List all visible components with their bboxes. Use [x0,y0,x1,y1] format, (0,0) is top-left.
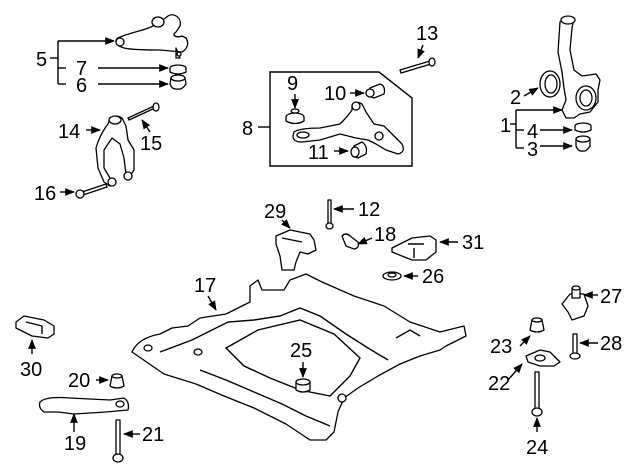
front-bushing[interactable] [365,83,386,99]
nut[interactable] [109,373,125,389]
rear-bushing[interactable] [350,141,368,159]
ball-joint-boot[interactable] [575,135,591,152]
dust-shield[interactable] [539,70,561,98]
callout-12: 12 [358,199,380,221]
steering-knuckle[interactable] [557,15,601,119]
callout-2: 2 [510,87,521,109]
bolt[interactable] [75,183,108,199]
bolt[interactable] [531,371,543,417]
leader-line [280,218,291,229]
callout-8: 8 [242,118,253,140]
brace[interactable] [38,396,130,415]
callout-25: 25 [290,340,312,362]
callout-31: 31 [462,232,484,254]
ball-joint-boot[interactable] [285,108,305,125]
callout-9: 9 [287,73,298,95]
callout-20: 20 [68,370,90,392]
callout-29: 29 [264,201,286,223]
leader-line [417,44,425,59]
bolt[interactable] [399,57,436,74]
callout-19: 19 [64,433,86,455]
callout-17: 17 [194,275,216,297]
callout-7: 7 [76,58,87,80]
upper-control-arm[interactable] [115,14,189,59]
bushing[interactable] [295,378,311,393]
callout-10: 10 [324,83,346,105]
leader-line [207,295,217,311]
callout-3: 3 [527,139,538,161]
fork[interactable] [95,115,135,187]
leader-line [519,335,531,347]
callout-24: 24 [526,437,548,459]
upper-ball-joint-clip[interactable] [169,64,187,75]
callout-30: 30 [20,359,42,381]
callout-4: 4 [527,121,538,143]
bracket[interactable] [391,235,437,261]
callout-13: 13 [416,23,438,45]
callout-14: 14 [58,121,80,143]
callout-26: 26 [422,266,444,288]
callout-11: 11 [308,142,329,164]
leader-line [507,363,523,381]
bolt[interactable] [127,102,160,121]
callout-5: 5 [36,49,47,71]
callout-22: 22 [488,373,510,395]
clip[interactable] [341,233,360,250]
bolt[interactable] [112,419,124,463]
callout-28: 28 [600,333,622,355]
assembly-box [269,71,413,167]
bracket[interactable] [525,349,561,367]
callout-27: 27 [600,286,622,308]
leader-line [141,119,151,133]
callout-1: 1 [500,115,511,137]
callout-16: 16 [34,183,56,205]
bolt[interactable] [325,199,334,230]
bracket[interactable] [15,315,55,339]
leader-line [523,87,539,97]
bolt[interactable] [569,333,581,360]
callout-6: 6 [76,75,87,97]
subframe[interactable] [131,273,467,441]
stopper[interactable] [561,285,589,321]
bracket[interactable] [275,229,317,271]
callout-21: 21 [142,424,164,446]
nut[interactable] [529,317,545,333]
leader-line [357,236,373,245]
callout-18: 18 [374,224,396,246]
ball-joint-clip[interactable] [574,122,592,133]
lower-control-arm[interactable] [292,101,404,155]
upper-ball-joint-boot[interactable] [169,74,187,90]
washer[interactable] [382,271,402,281]
callout-23: 23 [490,336,512,358]
callout-15: 15 [140,133,162,155]
